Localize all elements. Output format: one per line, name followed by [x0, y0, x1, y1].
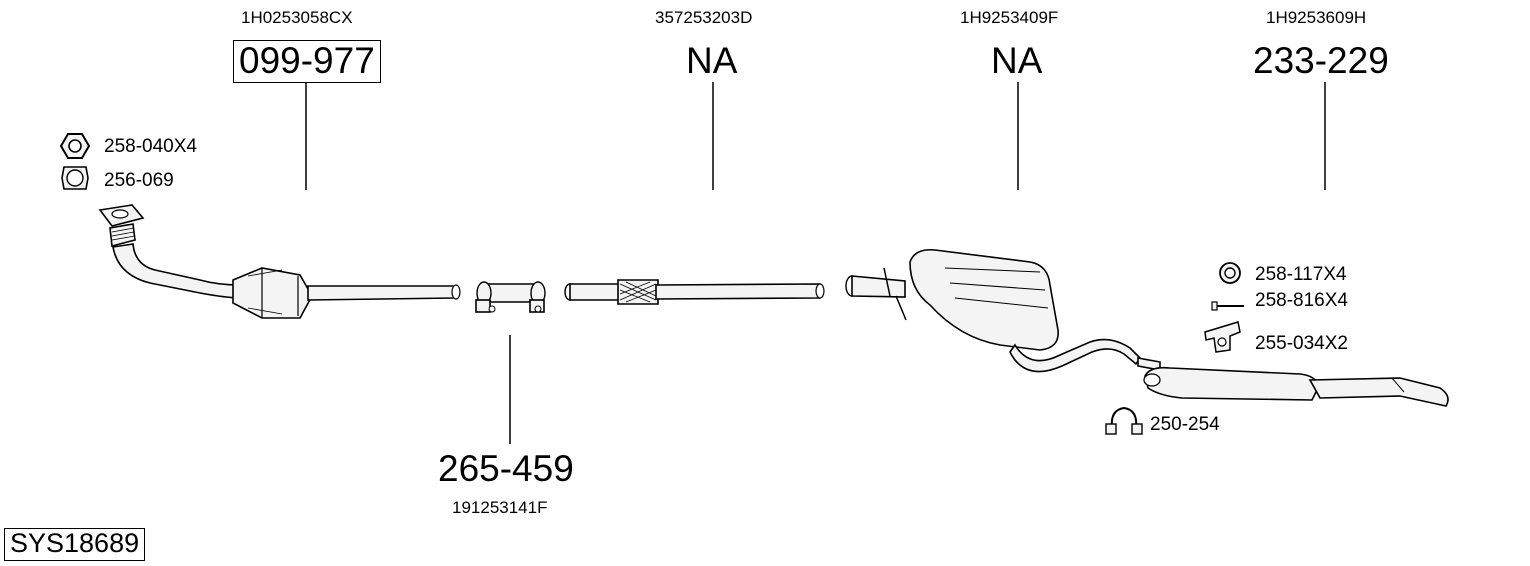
oe-number-catalyst: 1H0253058CX — [241, 8, 353, 27]
accessory-label-gasket[interactable]: 256-069 — [104, 170, 174, 191]
gasket-icon — [61, 166, 89, 190]
oe-number-front-pipe: 357253203D — [655, 8, 753, 27]
system-id: SYS18689 — [4, 528, 146, 561]
rear-silencer-part[interactable] — [1137, 357, 1449, 407]
part-number-rear-silencer[interactable]: 233-229 — [1253, 40, 1389, 81]
ring-icon — [1219, 262, 1241, 284]
front-pipe-part[interactable] — [564, 279, 825, 305]
nut-icon — [59, 133, 91, 159]
accessory-label-bolt[interactable]: 258-816X4 — [1255, 290, 1348, 311]
oe-number-rear-silencer: 1H9253609H — [1266, 8, 1367, 27]
rubber-hanger-icon — [1204, 321, 1241, 353]
clamp-icon — [1105, 406, 1143, 435]
part-number-connector[interactable]: 265-459 — [438, 448, 574, 489]
pipe-connector-part[interactable] — [475, 281, 546, 313]
accessory-label-hanger[interactable]: 255-034X2 — [1255, 333, 1348, 354]
accessory-label-clamp[interactable]: 250-254 — [1150, 414, 1220, 435]
part-number-catalyst[interactable]: 099-977 — [233, 40, 381, 83]
accessory-label-ring[interactable]: 258-117X4 — [1255, 264, 1347, 285]
bolt-icon — [1211, 301, 1244, 311]
accessory-label-nut[interactable]: 258-040X4 — [104, 136, 197, 157]
oe-number-center-silencer: 1H9253409F — [960, 8, 1059, 27]
oe-number-connector: 191253141F — [452, 498, 548, 517]
center-silencer-part[interactable] — [845, 248, 1142, 373]
part-number-center-silencer[interactable]: NA — [991, 40, 1043, 81]
part-number-front-pipe[interactable]: NA — [686, 40, 738, 81]
catalytic-converter-part[interactable] — [98, 204, 461, 319]
